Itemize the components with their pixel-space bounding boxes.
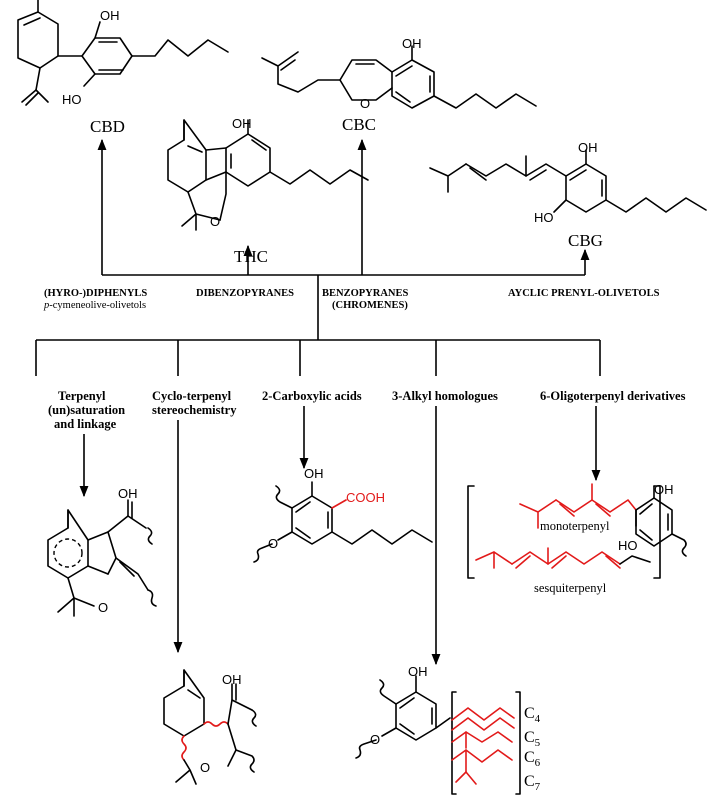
subcategory-terpenyl-line2: (un)saturation <box>48 403 125 417</box>
cbg-label: CBG <box>568 231 603 250</box>
carboxylic-acid-structure <box>253 481 433 563</box>
cbd-label: CBD <box>90 117 125 136</box>
category-diphenyls-subtitle: p-cymeneolive-olivetols <box>43 300 146 311</box>
terpenyl-saturation-structure <box>47 499 157 617</box>
thc-label: THC <box>234 247 268 266</box>
subcategory-cyclo-terpenyl: Cyclo-terpenyl <box>152 389 232 403</box>
thc-o-label: O <box>210 214 220 229</box>
carboxylic-o-label: O <box>268 536 278 551</box>
category-benzopyranes-subtitle: (CHROMENES) <box>332 300 408 311</box>
cbd-oh-label: OH <box>100 8 120 23</box>
alkyl-homologues-structure <box>355 675 521 795</box>
subcategory-alkyl: 3-Alkyl homologues <box>392 389 498 403</box>
thc-oh-label: OH <box>232 116 252 131</box>
cbc-structure <box>261 45 537 109</box>
diphenyls-suffix: -cymeneolive-olivetols <box>49 300 146 311</box>
category-diphenyls: (HYRO-)DIPHENYLS <box>44 288 147 299</box>
category-dibenzopyranes: DIBENZOPYRANES <box>196 288 294 299</box>
cbc-oh-label: OH <box>402 36 422 51</box>
alkyl-o-label: O <box>370 732 380 747</box>
homologue-c7: C7 <box>524 773 541 793</box>
oligoterpenyl-oh-label: OH <box>654 482 674 497</box>
subcategory-cyclo-terpenyl-line2: stereochemistry <box>152 403 237 417</box>
carboxylic-oh-label: OH <box>304 466 324 481</box>
cyclo-o-label: O <box>200 760 210 775</box>
cbg-structure <box>429 149 707 213</box>
cbd-structure <box>17 0 229 106</box>
cbc-o-label: O <box>360 96 370 111</box>
homologue-c4: C4 <box>524 705 541 725</box>
subcategory-oligoterpenyl: 6-Oligoterpenyl derivatives <box>540 389 686 403</box>
subcategory-terpenyl: Terpenyl <box>58 389 106 403</box>
monoterpenyl-label: monoterpenyl <box>540 519 610 533</box>
terpenyl-o-label: O <box>98 600 108 615</box>
sesquiterpenyl-label: sesquiterpenyl <box>534 581 607 595</box>
cyclo-terpenyl-structure <box>163 669 257 785</box>
cbg-ho-label: HO <box>534 210 554 225</box>
oligoterpenyl-ho-label: HO <box>618 538 638 553</box>
oligoterpenyl-structure <box>467 483 687 579</box>
diphenyls-prefix: p <box>43 300 49 311</box>
thc-structure <box>167 119 369 231</box>
cbd-ho-label: HO <box>62 92 82 107</box>
alkyl-oh-label: OH <box>408 664 428 679</box>
homologue-c5: C5 <box>524 729 541 749</box>
subcategory-terpenyl-line3: and linkage <box>54 417 117 431</box>
cbc-label: CBC <box>342 115 376 134</box>
homologue-c6: C6 <box>524 749 541 769</box>
category-acyclic: AYCLIC PRENYL-OLIVETOLS <box>508 288 660 299</box>
terpenyl-oh-label: OH <box>118 486 138 501</box>
cyclo-oh-label: OH <box>222 672 242 687</box>
category-benzopyranes: BENZOPYRANES <box>322 288 409 299</box>
lower-tree-connectors <box>35 339 601 376</box>
carboxylic-cooh-label: COOH <box>346 490 385 505</box>
subcategory-carboxylic: 2-Carboxylic acids <box>262 389 362 403</box>
upper-tree-connectors <box>97 138 590 340</box>
cbg-oh-label: OH <box>578 140 598 155</box>
